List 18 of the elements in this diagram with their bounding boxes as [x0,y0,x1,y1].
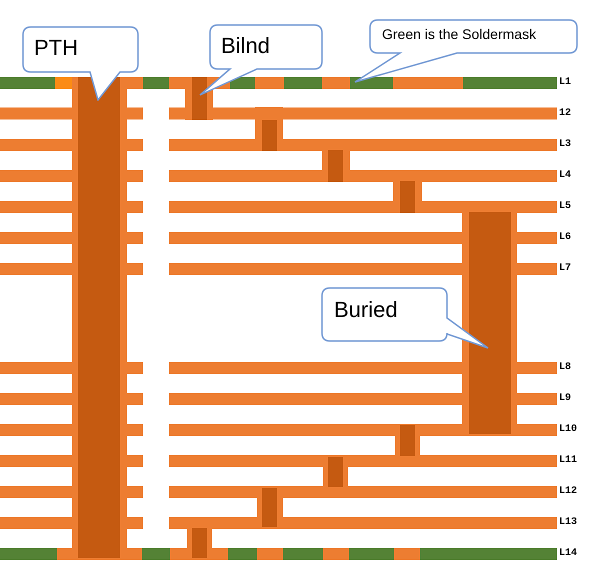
layer-label: L10 [559,423,578,437]
layer-label: L9 [559,392,572,406]
layer-label: L14 [559,547,578,561]
layer-label: L8 [559,361,572,375]
layer-label: L6 [559,231,572,245]
layer-label: L11 [559,454,578,468]
callout-text: Buried [334,297,398,322]
layer-label: L3 [559,138,572,152]
layer-label: L12 [559,485,578,499]
callout-text: PTH [34,35,78,60]
callout-text: Bilnd [221,33,270,58]
layer-label: L13 [559,516,578,530]
layer-label: L4 [559,169,572,183]
layer-label: 12 [559,106,572,120]
layer-label: L5 [559,200,572,214]
layer-label: L7 [559,262,572,276]
layer-label: L1 [559,76,572,90]
callout-text: Green is the Soldermask [382,26,536,42]
